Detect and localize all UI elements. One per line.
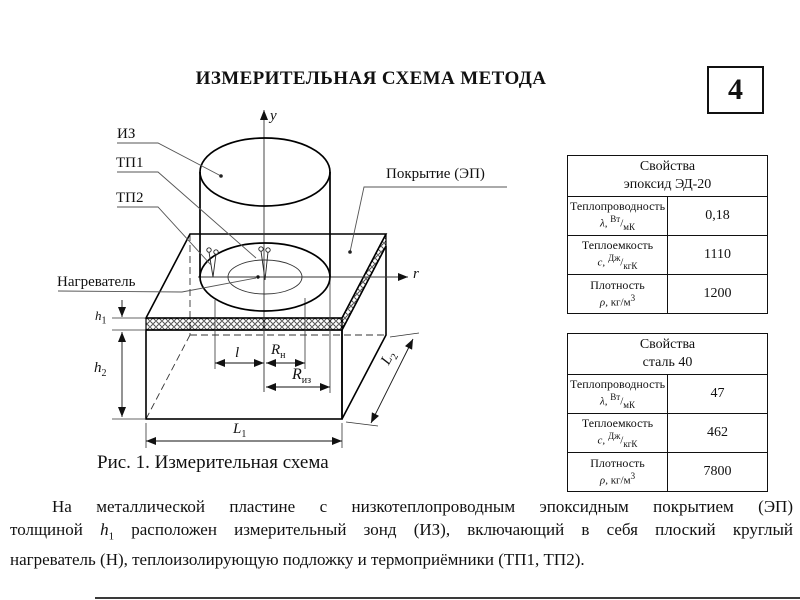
axis-y-label: y <box>270 108 277 124</box>
dimension-lines <box>118 300 414 445</box>
property-value: 47 <box>667 374 768 414</box>
paragraph-line: толщиной h1 расположен измерительный зон… <box>10 520 793 543</box>
page-number-box: 4 <box>707 66 764 114</box>
heater-center-dot <box>256 275 260 279</box>
property-value: 1200 <box>667 274 768 314</box>
property-name: Плотность <box>590 455 645 470</box>
dim-h1: h1 <box>95 308 107 327</box>
table-row: Теплопроводность λ, Вт/мК 0,18 <box>567 196 768 236</box>
property-units: ρ, кг/м3 <box>599 292 636 309</box>
leader-dot-probe <box>219 174 223 178</box>
probe-cylinder <box>199 137 331 312</box>
dim-riz: Rиз <box>292 366 312 387</box>
dim-rn: Rн <box>271 342 286 361</box>
property-value: 462 <box>667 413 768 453</box>
table-row: Плотность ρ, кг/м3 7800 <box>567 452 768 492</box>
label-heater: Нагреватель <box>57 274 136 290</box>
property-name: Теплопроводность <box>570 377 666 391</box>
property-units: ρ, кг/м3 <box>599 470 636 487</box>
extension-lines <box>112 277 420 448</box>
leader-lines <box>57 142 507 293</box>
paragraph-line: нагреватель (Н), теплоизолирующую подлож… <box>10 550 585 570</box>
table-row: Теплоемкость c, Дж/кгК 462 <box>567 413 768 453</box>
table-row: Теплопроводность λ, Вт/мК 47 <box>567 374 768 414</box>
property-value: 1110 <box>667 235 768 275</box>
property-value: 0,18 <box>667 196 768 236</box>
property-name: Теплоемкость <box>581 238 654 252</box>
epoxy-coating-layer <box>145 233 387 331</box>
dim-h2: h2 <box>94 360 107 379</box>
table-row: Теплоемкость c, Дж/кгК 1110 <box>567 235 768 275</box>
table-header: Свойства эпоксид ЭД-20 <box>567 155 768 197</box>
property-units: c, Дж/кгК <box>597 252 638 271</box>
leader-dot-coating <box>348 250 352 254</box>
thermocouples <box>206 246 271 281</box>
properties-table-steel: Свойства сталь 40 Теплопроводность λ, Вт… <box>567 333 768 492</box>
property-name: Теплоемкость <box>581 416 654 430</box>
axis-r-label: r <box>413 266 419 282</box>
heater-circle <box>227 259 303 295</box>
table-header: Свойства сталь 40 <box>567 333 768 375</box>
property-value: 7800 <box>667 452 768 492</box>
coordinate-axes <box>198 110 408 392</box>
label-probe: ИЗ <box>117 126 136 142</box>
dim-l: l <box>235 345 240 361</box>
figure-caption: Рис. 1. Измерительная схема <box>97 452 329 473</box>
property-name: Плотность <box>590 277 645 292</box>
property-units: c, Дж/кгК <box>597 430 638 449</box>
property-name: Теплопроводность <box>570 199 666 213</box>
properties-table-epoxy: Свойства эпоксид ЭД-20 Теплопроводность … <box>567 155 768 314</box>
label-coating: Покрытие (ЭП) <box>386 166 485 182</box>
paragraph-line: На металлической пластине с низкотеплопр… <box>52 497 793 516</box>
footer-rule <box>95 597 800 599</box>
slide-title: ИЗМЕРИТЕЛЬНАЯ СХЕМА МЕТОДА <box>195 68 547 89</box>
property-units: λ, Вт/мК <box>600 391 635 410</box>
property-units: λ, Вт/мК <box>600 213 635 232</box>
label-tp2: ТП2 <box>116 190 144 206</box>
dim-l1: L1 <box>233 421 247 440</box>
body-paragraph: На металлической пластине с низкотеплопр… <box>10 495 793 571</box>
table-row: Плотность ρ, кг/м3 1200 <box>567 274 768 314</box>
label-tp1: ТП1 <box>116 155 144 171</box>
hidden-edges <box>145 234 386 420</box>
